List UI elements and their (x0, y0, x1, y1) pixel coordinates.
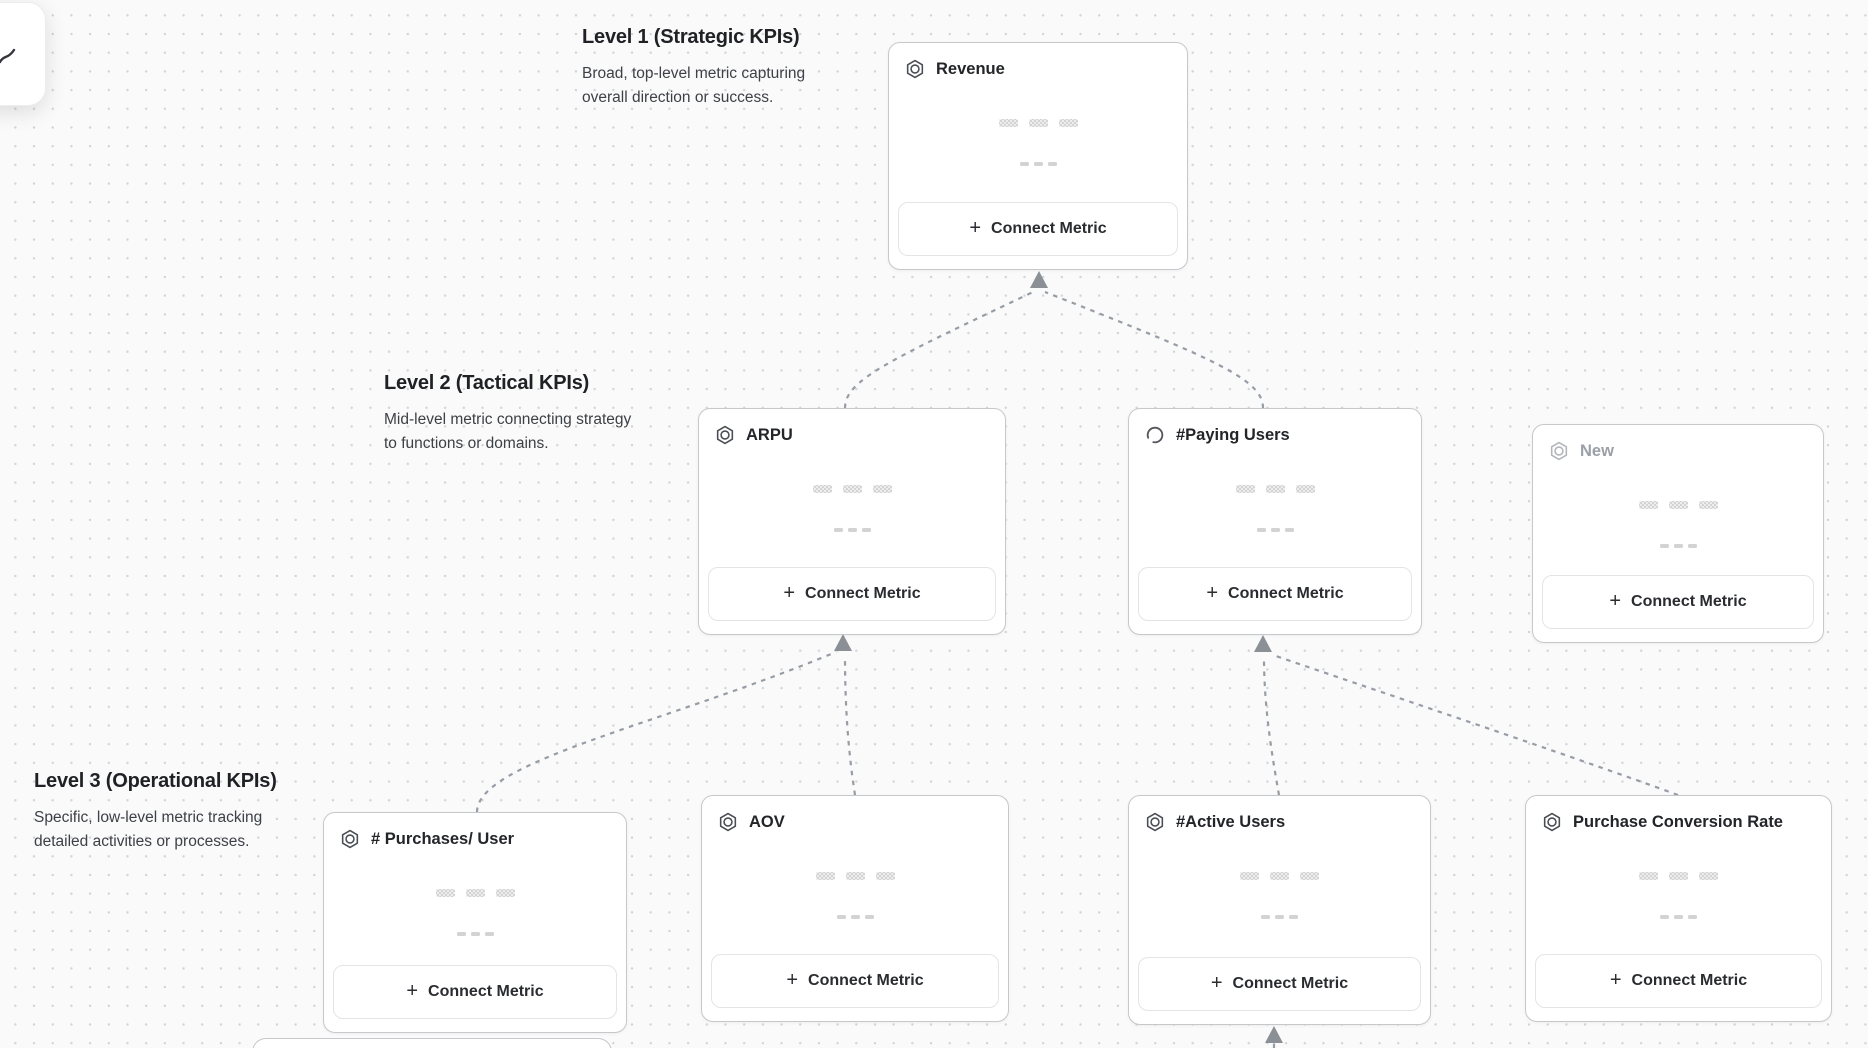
connector-purchases-to-arpu (475, 650, 837, 813)
metric-preview-placeholder (699, 485, 1005, 493)
level-1-label: Level 1 (Strategic KPIs) Broad, top-leve… (582, 26, 844, 110)
metric-preview-placeholder (889, 119, 1187, 127)
connect-metric-button[interactable]: + Connect Metric (1138, 957, 1421, 1011)
metric-value-placeholder (889, 162, 1187, 166)
plus-icon: + (969, 217, 982, 239)
hexagon-metric-icon (339, 828, 361, 850)
plus-icon: + (1210, 972, 1223, 994)
connect-metric-button[interactable]: + Connect Metric (1535, 954, 1822, 1008)
metric-preview-placeholder (1129, 485, 1421, 493)
level-title: Level 1 (Strategic KPIs) (582, 26, 800, 48)
metric-value-placeholder (324, 932, 626, 936)
metric-card-title: AOV (749, 812, 785, 831)
metric-card-arpu[interactable]: ARPU + Connect Metric (698, 408, 1006, 635)
metric-value-placeholder (1129, 915, 1430, 919)
metric-card-revenue[interactable]: Revenue + Connect Metric (888, 42, 1188, 270)
metric-value-placeholder (1129, 528, 1421, 532)
plus-icon: + (1206, 582, 1219, 604)
level-description: Specific, low-level metric tracking deta… (34, 809, 263, 850)
level-title: Level 3 (Operational KPIs) (34, 770, 277, 792)
plus-icon: + (1609, 969, 1622, 991)
connect-metric-button[interactable]: + Connect Metric (711, 954, 999, 1008)
pen-stroke-icon (0, 48, 16, 64)
connect-metric-label: Connect Metric (808, 972, 924, 989)
level-description: Mid-level metric connecting strategy to … (384, 411, 632, 452)
metric-preview-placeholder (1129, 872, 1430, 880)
connect-metric-button[interactable]: + Connect Metric (333, 965, 617, 1019)
plus-icon: + (406, 980, 419, 1002)
metric-preview-placeholder (1526, 872, 1831, 880)
hexagon-metric-icon (1541, 811, 1563, 833)
connect-metric-label: Connect Metric (428, 983, 544, 1000)
hexagon-metric-icon (1144, 811, 1166, 833)
connect-metric-button[interactable]: + Connect Metric (898, 202, 1178, 256)
arrowhead-paying-users (1254, 635, 1272, 652)
metric-card-title: New (1580, 441, 1614, 460)
connector-conversion-to-payingusers (1272, 653, 1679, 797)
hexagon-metric-icon (714, 424, 736, 446)
connect-metric-label: Connect Metric (1631, 972, 1748, 989)
metric-card-active-users[interactable]: #Active Users + Connect Metric (1128, 795, 1431, 1025)
hexagon-metric-icon (904, 58, 926, 80)
connect-metric-label: Connect Metric (1232, 975, 1349, 992)
metric-card-partial[interactable] (252, 1038, 612, 1048)
connector-aov-to-arpu (843, 655, 857, 796)
floating-toolbar-fragment[interactable] (0, 2, 46, 106)
connect-metric-label: Connect Metric (1228, 585, 1344, 602)
metric-preview-placeholder (1533, 501, 1823, 509)
connector-payingusers-to-revenue (1044, 290, 1265, 409)
arrowhead-arpu (834, 634, 852, 651)
metric-value-placeholder (1533, 544, 1823, 548)
metric-value-placeholder (702, 915, 1008, 919)
metric-card-title: Revenue (936, 59, 1005, 78)
metric-value-placeholder (1526, 915, 1831, 919)
level-title: Level 2 (Tactical KPIs) (384, 372, 590, 394)
plus-icon: + (786, 969, 799, 991)
metric-card-paying-users[interactable]: #Paying Users + Connect Metric (1128, 408, 1422, 635)
spinner-icon (1144, 424, 1166, 446)
metric-card-title: #Active Users (1176, 812, 1286, 831)
connect-metric-label: Connect Metric (1631, 593, 1747, 610)
metric-card-new[interactable]: New + Connect Metric (1532, 424, 1824, 643)
level-description: Broad, top-level metric capturing overal… (582, 65, 806, 106)
hexagon-metric-icon (1548, 440, 1570, 462)
metric-preview-placeholder (324, 889, 626, 897)
metric-card-purchase-conversion-rate[interactable]: Purchase Conversion Rate + Connect Metri… (1525, 795, 1832, 1022)
metric-card-title: Purchase Conversion Rate (1573, 812, 1783, 831)
metric-card-purchases-per-user[interactable]: # Purchases/ User + Connect Metric (323, 812, 627, 1033)
plus-icon: + (1609, 590, 1622, 612)
plus-icon: + (783, 582, 796, 604)
metric-card-title: # Purchases/ User (371, 829, 515, 848)
hexagon-metric-icon (717, 811, 739, 833)
metric-card-title: #Paying Users (1176, 425, 1290, 444)
connect-metric-label: Connect Metric (991, 220, 1107, 237)
connect-metric-button[interactable]: + Connect Metric (708, 567, 996, 621)
connect-metric-button[interactable]: + Connect Metric (1542, 575, 1814, 629)
connect-metric-label: Connect Metric (805, 585, 921, 602)
connect-metric-button[interactable]: + Connect Metric (1138, 567, 1412, 621)
level-3-label: Level 3 (Operational KPIs) Specific, low… (34, 770, 302, 854)
level-2-label: Level 2 (Tactical KPIs) Mid-level metric… (384, 372, 634, 456)
connector-activeusers-to-payingusers (1262, 656, 1281, 796)
metric-value-placeholder (699, 528, 1005, 532)
metric-card-aov[interactable]: AOV + Connect Metric (701, 795, 1009, 1022)
arrowhead-revenue (1030, 271, 1048, 288)
arrowhead-active-users (1265, 1026, 1283, 1043)
connector-arpu-to-revenue (843, 291, 1034, 409)
metric-preview-placeholder (702, 872, 1008, 880)
metric-card-title: ARPU (746, 425, 793, 444)
